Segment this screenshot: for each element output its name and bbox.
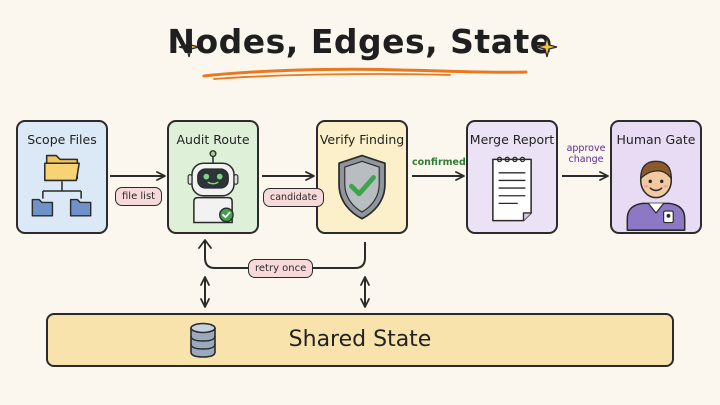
node-label: Verify Finding — [319, 132, 405, 147]
shared-state-bar: Shared State — [46, 313, 674, 367]
document-icon — [492, 156, 532, 222]
shield-check-icon — [338, 154, 386, 220]
shared-state-label: Shared State — [288, 327, 432, 352]
robot-icon — [187, 150, 239, 224]
node-human-gate: Human Gate — [610, 120, 702, 234]
diagram-title: Nodes, Edges, State — [167, 22, 553, 61]
node-merge-report: Merge Report — [466, 120, 558, 234]
node-label: Audit Route — [176, 132, 250, 147]
node-label: Merge Report — [469, 132, 555, 147]
edge-label-retry: retry once — [248, 259, 314, 278]
node-label: Human Gate — [616, 132, 696, 147]
node-audit-route: Audit Route — [167, 120, 259, 234]
database-icon — [190, 322, 216, 358]
sparkle-icon-right — [536, 36, 558, 58]
node-label: Scope Files — [27, 132, 97, 147]
edge-label-approve: approve — [566, 143, 606, 154]
sparkle-icon-left — [178, 36, 200, 58]
edge-label-candidate: candidate — [263, 188, 325, 207]
node-verify-finding: Verify Finding — [316, 120, 408, 234]
node-scope-files: Scope Files — [16, 120, 108, 234]
edge-label-file-list: file list — [115, 187, 163, 206]
person-icon — [626, 160, 686, 231]
title-underline — [202, 67, 528, 80]
folder-tree-icon — [31, 154, 92, 217]
edge-label-change: change — [568, 154, 604, 165]
edge-label-approve-change: approve change — [565, 143, 607, 165]
edge-label-confirmed: confirmed — [412, 157, 466, 168]
